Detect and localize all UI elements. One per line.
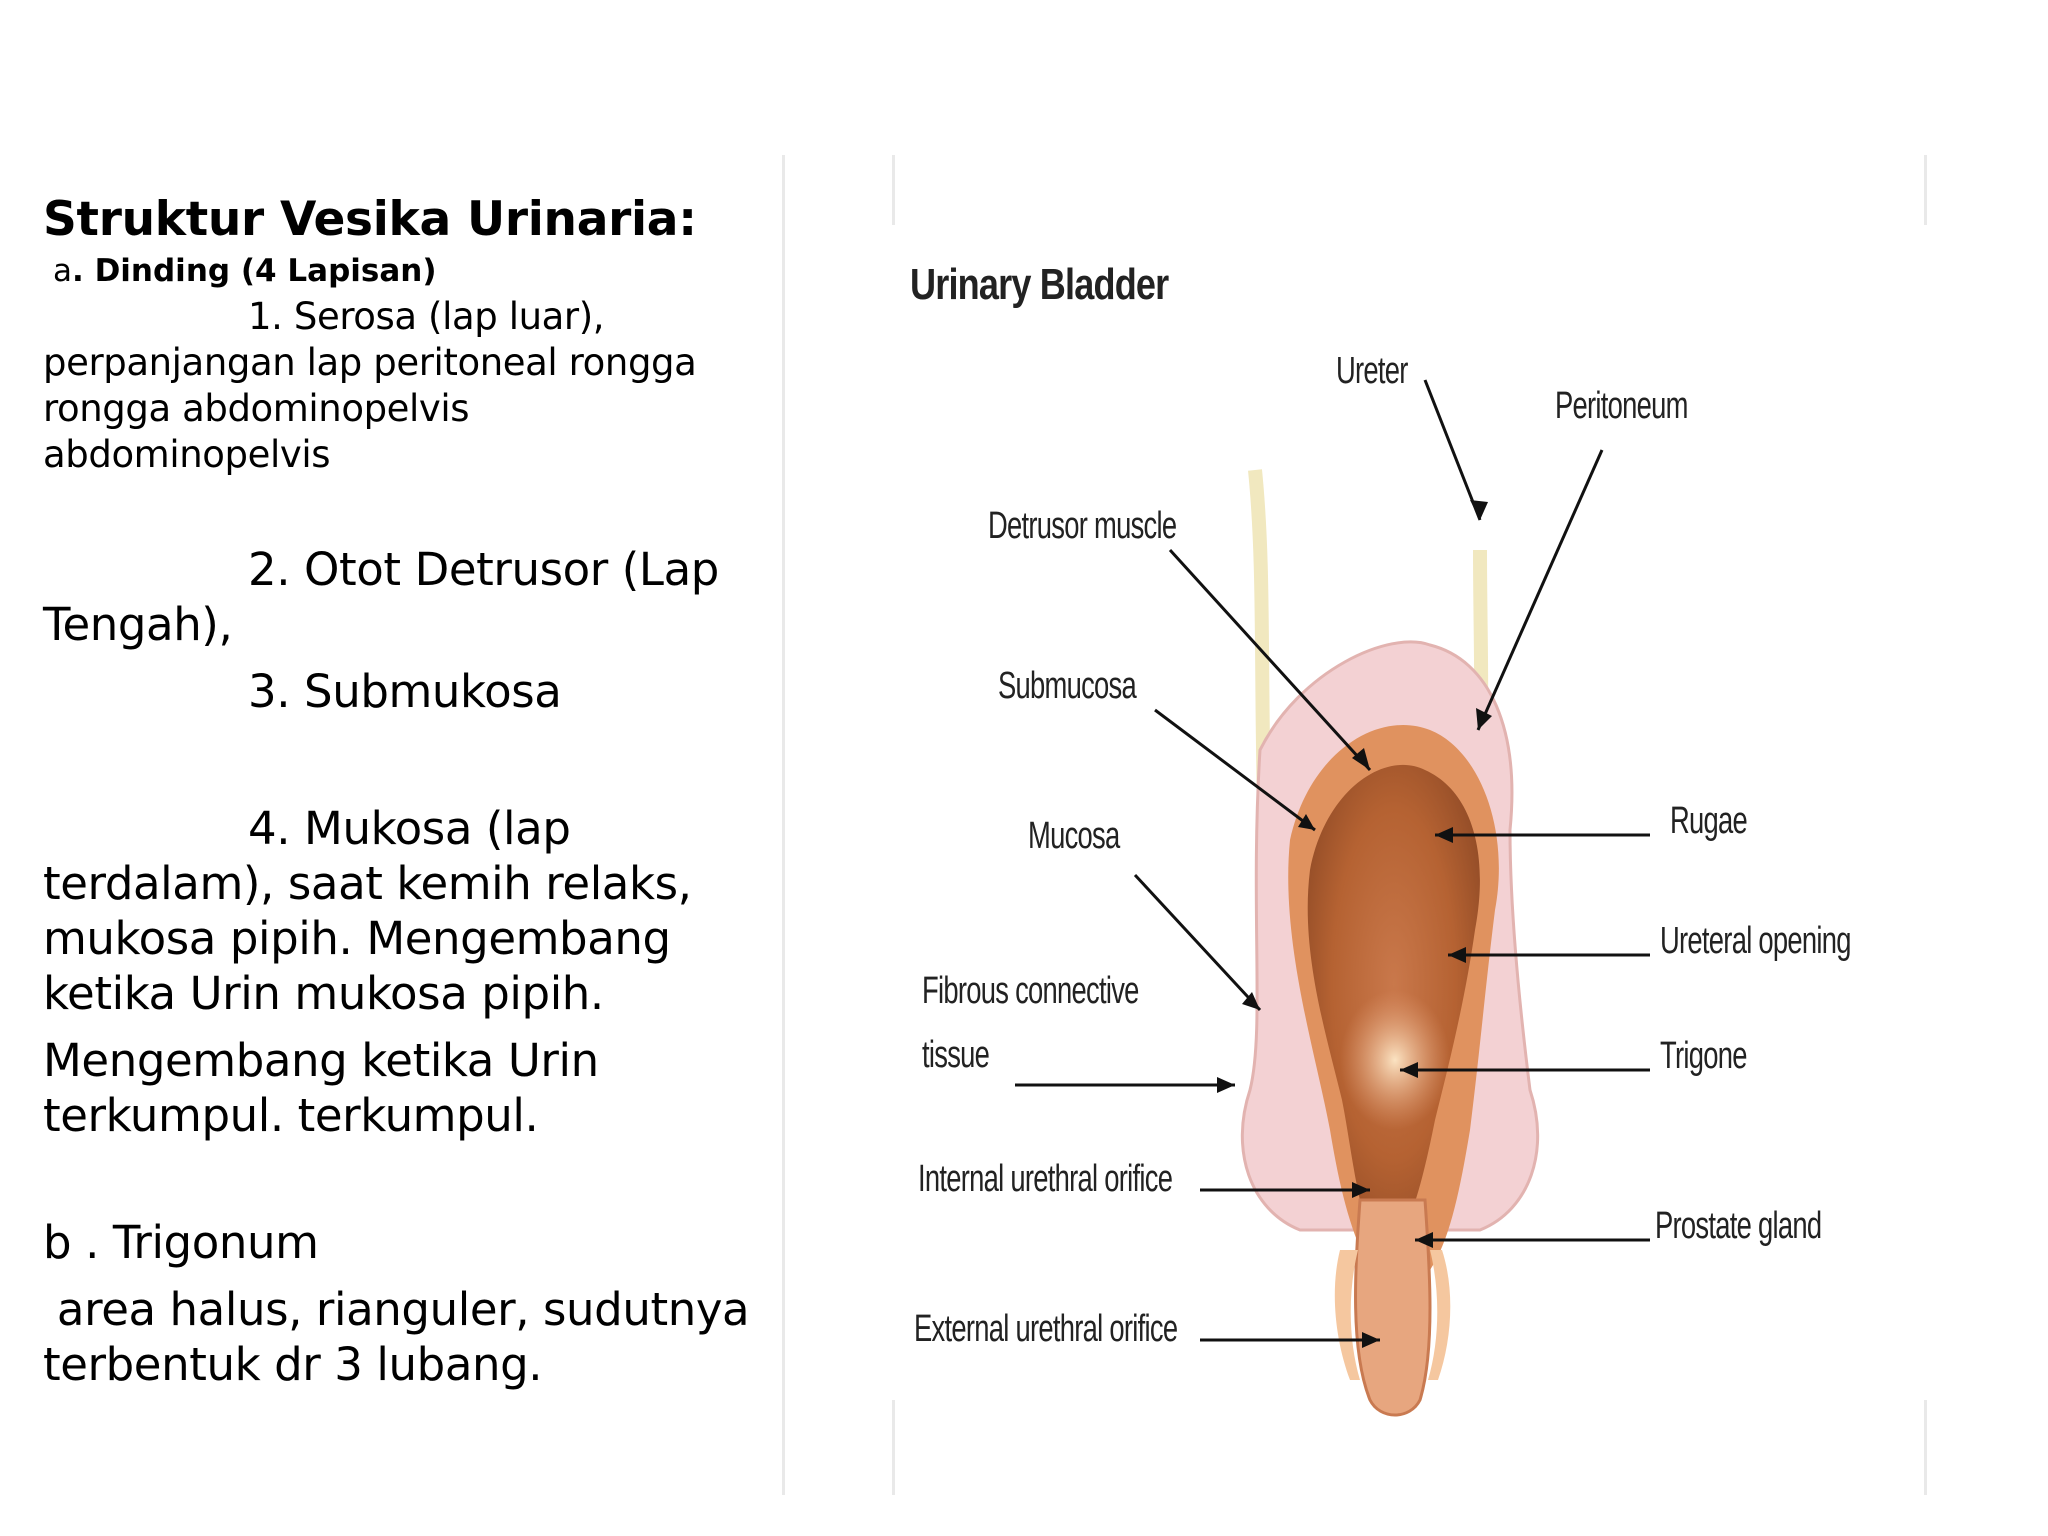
layer-1-heading: 1. Serosa (lap luar),	[248, 295, 605, 338]
layer-3-heading: 3. Submukosa	[248, 665, 562, 718]
layer-2-block: 2. Otot Detrusor (Lap Tengah),	[43, 542, 783, 652]
label-fibrous-connective: Fibrous connective	[922, 970, 1139, 1012]
label-trigone: Trigone	[1660, 1035, 1747, 1077]
layer-1-line: rongga abdominopelvis	[43, 387, 470, 430]
trigone-area	[1340, 990, 1450, 1130]
figure-frame-right-top	[1924, 155, 1927, 225]
section-a-prefix: a	[53, 253, 72, 289]
label-peritoneum: Peritoneum	[1555, 385, 1688, 427]
layer-2-heading: 2. Otot Detrusor (Lap	[248, 543, 719, 596]
prostate-gland	[1334, 1250, 1451, 1380]
layer-1-line: perpanjangan lap peritoneal rongga	[43, 341, 697, 384]
layer-2-line: Tengah),	[43, 598, 233, 651]
text-column: Struktur Vesika Urinaria: a. Dinding (4 …	[43, 190, 783, 1392]
figure-title: Urinary Bladder	[910, 260, 1169, 309]
layer-4-heading: 4. Mukosa (lap	[248, 802, 571, 855]
divider-left	[782, 155, 785, 1495]
layer-4-line: Mengembang ketika Urin	[43, 1034, 599, 1087]
figure-frame-left-bottom	[892, 1400, 895, 1495]
label-ureteral-opening: Ureteral opening	[1660, 920, 1851, 962]
layer-1-block: 1. Serosa (lap luar), perpanjangan lap p…	[43, 294, 783, 478]
section-a-heading: a. Dinding (4 Lapisan)	[53, 250, 783, 292]
label-tissue: tissue	[922, 1034, 990, 1076]
label-submucosa: Submucosa	[998, 665, 1137, 707]
bladder-illustration	[1015, 379, 1650, 1417]
label-prostate-gland: Prostate gland	[1655, 1205, 1822, 1247]
label-external-urethral-orifice: External urethral orifice	[914, 1308, 1178, 1350]
label-ureter: Ureter	[1336, 350, 1408, 392]
slide-title: Struktur Vesika Urinaria:	[43, 192, 697, 247]
label-mucosa: Mucosa	[1028, 815, 1120, 857]
layer-3-block: 3. Submukosa	[43, 664, 783, 719]
layer-4-line: terdalam), saat kemih relaks,	[43, 857, 692, 910]
section-b-line: terbentuk dr 3 lubang.	[43, 1338, 543, 1391]
label-rugae: Rugae	[1670, 800, 1748, 842]
urethra	[1354, 1198, 1432, 1417]
figure-frame-right-bottom	[1924, 1400, 1927, 1495]
layer-4-block: 4. Mukosa (lap terdalam), saat kemih rel…	[43, 801, 783, 1143]
layer-4-line: mukosa pipih. Mengembang	[43, 912, 671, 965]
layer-4-line: terkumpul. terkumpul.	[43, 1089, 539, 1142]
section-b-line: area halus, rianguler, sudutnya	[43, 1283, 750, 1336]
section-b-block: b . Trigonum area halus, rianguler, sudu…	[43, 1215, 783, 1392]
bladder-figure: Urinary Bladder	[870, 150, 1930, 1500]
section-b-title: b . Trigonum	[43, 1216, 319, 1269]
figure-frame-left-top	[892, 155, 895, 225]
layer-4-line: ketika Urin mukosa pipih.	[43, 967, 604, 1020]
section-a-label: . Dinding (4 Lapisan)	[72, 253, 437, 289]
label-detrusor-muscle: Detrusor muscle	[988, 505, 1177, 547]
label-internal-urethral-orifice: Internal urethral orifice	[918, 1158, 1173, 1200]
layer-1-line: abdominopelvis	[43, 433, 331, 476]
